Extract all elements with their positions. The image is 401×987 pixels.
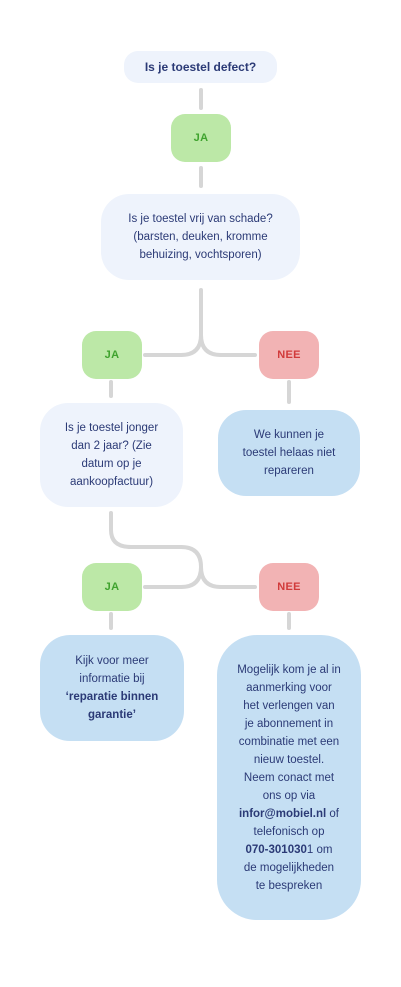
no-label: NEE [277,581,301,593]
result-contact-line: ons op via [262,789,316,802]
result-warranty-text: Kijk voor meer informatie bij ‘reparatie… [66,652,159,724]
result-warranty-line: Kijk voor meer [75,655,149,667]
phone-link[interactable]: 070-301030 [245,843,307,856]
phone-suffix: 1 om [306,843,333,856]
connector-q1-fork [143,288,203,357]
question-damage-line: Is je toestel vrij van schade? [128,213,273,225]
result-contact-text: Mogelijk kom je al in aanmerking voor he… [237,661,341,895]
question-age-line: datum op je [81,458,142,470]
warranty-link[interactable]: ‘reparatie binnen [65,691,159,703]
yes-label: JA [104,349,120,361]
question-age-line: Is je toestel jonger [64,422,159,434]
no-label: NEE [277,349,301,361]
warranty-link[interactable]: garantie’ [88,709,136,721]
start-node: Is je toestel defect? [124,51,277,83]
question-age-line: aankoopfactuur) [69,476,154,488]
result-no-repair-line: We kunnen je [253,429,325,441]
question-age-line: dan 2 jaar? (Zie [71,440,152,452]
question-damage-node: Is je toestel vrij van schade? (barsten,… [101,194,300,280]
result-no-repair-text: We kunnen je toestel helaas niet reparer… [243,426,336,480]
yes-badge-branch2: JA [82,563,142,611]
result-contact-line: het verlengen van [243,699,335,712]
yes-label: JA [193,132,209,144]
result-warranty-line: informatie bij [79,673,145,685]
result-contact-line: te bespreken [255,879,323,892]
no-badge-branch2: NEE [259,563,319,611]
email-suffix: of [326,807,340,820]
result-contact-line: Mogelijk kom je al in [237,663,341,676]
result-no-repair-line: toestel helaas niet [242,447,336,459]
question-damage-line: (barsten, deuken, kromme [133,231,268,243]
result-contact-line: combinatie met een [238,735,340,748]
result-no-repair-node: We kunnen je toestel helaas niet reparer… [218,410,360,496]
question-damage-text: Is je toestel vrij van schade? (barsten,… [128,210,272,264]
result-contact-node: Mogelijk kom je al in aanmerking voor he… [217,635,361,920]
yes-badge-top: JA [171,114,231,162]
connector-q2-fork-right [199,565,257,589]
result-contact-line: nieuw toestel. [253,753,325,766]
question-age-text: Is je toestel jonger dan 2 jaar? (Zie da… [65,419,158,491]
result-no-repair-line: repareren [264,465,314,477]
result-contact-line: aanmerking voor [246,681,332,694]
email-link[interactable]: infor@mobiel.nl [238,807,327,820]
connector-q1-fork-right [199,333,257,357]
connector-q2-fork [109,511,204,589]
result-contact-line: telefonisch op [253,825,325,838]
result-warranty-node: Kijk voor meer informatie bij ‘reparatie… [40,635,184,741]
result-contact-line: Neem conact met [243,771,335,784]
question-age-node: Is je toestel jonger dan 2 jaar? (Zie da… [40,403,183,507]
start-label: Is je toestel defect? [144,60,257,74]
no-badge-branch1: NEE [259,331,319,379]
yes-label: JA [104,581,120,593]
question-damage-line: behuizing, vochtsporen) [139,249,262,261]
result-contact-line: je abonnement in [244,717,334,730]
result-contact-line: de mogelijkheden [243,861,335,874]
yes-badge-branch1: JA [82,331,142,379]
